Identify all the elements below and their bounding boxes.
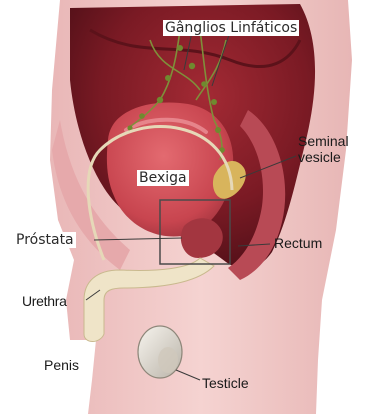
seminal-vesicle-label-line1: Seminal	[298, 134, 349, 148]
prostate-label: Próstata	[14, 232, 76, 248]
lymph-nodes-label: Gânglios Linfáticos	[163, 20, 299, 36]
rectum-label: Rectum	[274, 236, 322, 250]
bladder-label: Bexiga	[137, 170, 189, 186]
testicle-shadow	[158, 347, 178, 373]
testicle-label: Testicle	[202, 376, 249, 390]
penis-label: Penis	[44, 358, 79, 372]
urethra-label: Urethra	[22, 294, 67, 308]
seminal-vesicle-label-line2: vesicle	[298, 150, 341, 164]
